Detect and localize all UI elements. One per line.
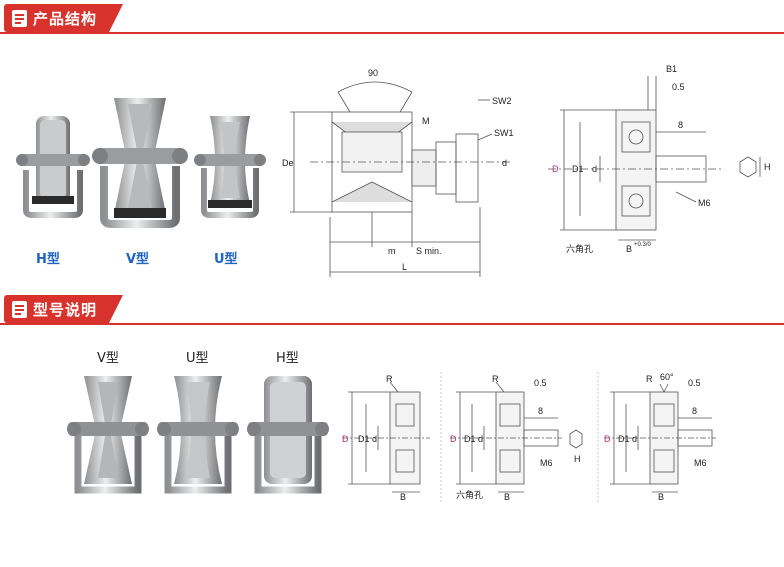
dim-gap: 0.5	[688, 378, 701, 388]
dim-angle: 90	[368, 68, 378, 78]
dim-D: D	[342, 434, 349, 444]
technical-drawing-bottom-1: R D D1 d B	[342, 374, 430, 502]
dim-r: R	[492, 374, 499, 384]
section-rule	[0, 32, 784, 34]
section-title: 型号说明	[33, 300, 98, 319]
dim-gap: 0.5	[534, 378, 547, 388]
wheel-photo-u	[194, 116, 266, 218]
dim-r: R	[386, 374, 393, 384]
technical-drawing-bottom-3: R 60° 0.5 8 D D1 d M6 B	[604, 372, 716, 502]
dim-D: D	[450, 434, 457, 444]
dim-b: B	[658, 492, 664, 502]
dim-D1: D1	[618, 434, 630, 444]
dim-d: d	[478, 434, 483, 444]
section-tab: 产品结构	[4, 4, 124, 32]
dim-m-top: M	[422, 116, 430, 126]
dim-thread: M6	[540, 458, 553, 468]
dim-D1: D1	[572, 164, 584, 174]
technical-drawing-shaft: B1 0.5 8 D D1 d M6 六角孔 B +0.3/0 H	[548, 64, 771, 254]
wheel-photo-v-bottom	[67, 376, 149, 494]
dim-b-tol: +0.3/0	[634, 242, 652, 248]
dim-D: D	[604, 434, 611, 444]
section-rule	[0, 323, 784, 325]
wheel-photo-v	[92, 98, 188, 228]
dim-de: De	[282, 158, 294, 168]
dim-hex-hole: 六角孔	[566, 243, 593, 254]
section-header-structure: 产品结构	[0, 4, 784, 34]
dim-h: H	[574, 454, 581, 464]
dim-d: d	[502, 158, 507, 168]
dim-b: B	[626, 244, 632, 254]
label-v-type-bottom: V型	[97, 351, 119, 366]
dim-d: d	[592, 164, 597, 174]
dim-thread: M6	[698, 198, 711, 208]
dim-angle: 60°	[660, 372, 674, 382]
dim-m: m	[388, 246, 396, 256]
dim-smin: S min.	[416, 246, 442, 256]
dim-gap: 0.5	[672, 82, 685, 92]
dim-sw1: SW1	[494, 128, 514, 138]
wheel-photo-h-bottom	[247, 376, 329, 494]
dim-b: B	[400, 492, 406, 502]
section-tab: 型号说明	[4, 295, 124, 323]
technical-drawing-sectional: 90 De M SW2 SW1 d m S min. L	[282, 68, 514, 277]
document-icon	[12, 9, 27, 27]
label-v-type: V型	[126, 252, 150, 267]
label-h-type: H型	[36, 252, 60, 267]
dim-r: R	[646, 374, 653, 384]
dim-thread: M6	[694, 458, 707, 468]
dim-len: 8	[692, 406, 697, 416]
dim-b: B	[504, 492, 510, 502]
wheel-photo-h	[16, 116, 90, 218]
dim-D1: D1	[464, 434, 476, 444]
technical-drawing-bottom-2: R 0.5 8 D D1 d M6 六角孔 B H	[450, 374, 583, 502]
dim-hex-hole: 六角孔	[456, 489, 483, 500]
dim-d: d	[372, 434, 377, 444]
label-u-type: U型	[214, 252, 238, 267]
document-icon	[12, 300, 27, 318]
dim-l: L	[402, 262, 407, 272]
section-title: 产品结构	[33, 9, 98, 28]
wheel-photo-u-bottom	[157, 376, 239, 494]
section-header-models: 型号说明	[0, 295, 784, 325]
dim-D: D	[552, 164, 559, 174]
dim-D1: D1	[358, 434, 370, 444]
label-h-type-bottom: H型	[276, 351, 299, 366]
dim-h: H	[764, 162, 771, 172]
dim-b1: B1	[666, 64, 677, 74]
label-u-type-bottom: U型	[186, 351, 209, 366]
dim-d: d	[632, 434, 637, 444]
dim-len: 8	[678, 120, 683, 130]
dim-sw2: SW2	[492, 96, 512, 106]
dim-len: 8	[538, 406, 543, 416]
